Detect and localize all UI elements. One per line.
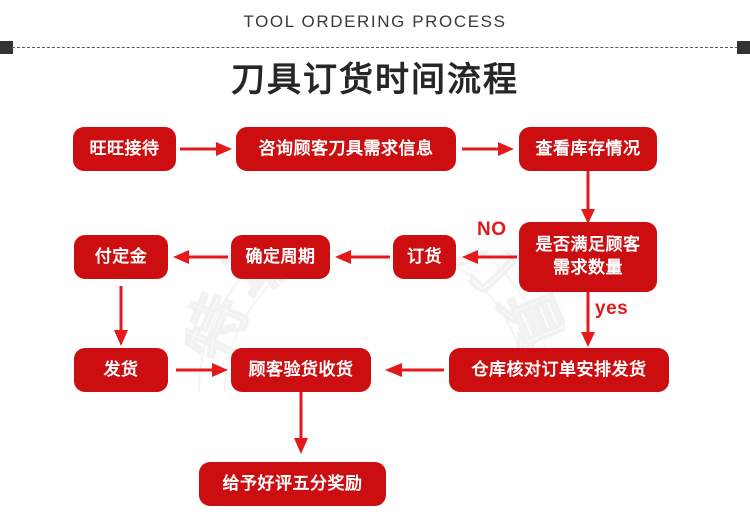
node-give-five-star-review-reward[interactable]: 给予好评五分奖励 (199, 462, 386, 506)
arrow-left-n6-n7 (173, 250, 228, 264)
arrow-right-n8-n9 (176, 363, 228, 377)
divider-line (12, 47, 738, 48)
node-check-inventory[interactable]: 查看库存情况 (519, 127, 657, 171)
arrow-left-n4-n5 (462, 250, 517, 264)
arrow-right-n1-n2 (180, 142, 232, 156)
node-confirm-cycle[interactable]: 确定周期 (231, 235, 330, 279)
node-place-order[interactable]: 订货 (393, 235, 456, 279)
divider-cap-left (0, 41, 13, 54)
edge-label-yes: yes (595, 298, 629, 319)
node-customer-inspect-receive[interactable]: 顾客验货收货 (231, 348, 371, 392)
arrow-down-n3-n4 (581, 171, 595, 224)
node-wangwang-reception[interactable]: 旺旺接待 (73, 127, 176, 171)
arrow-right-n2-n3 (462, 142, 514, 156)
divider-cap-right (737, 41, 750, 54)
page-title: 刀具订货时间流程 (231, 61, 519, 99)
arrow-left-n10-n9 (385, 363, 444, 377)
arrow-down-n4-n10 (581, 292, 595, 347)
node-ask-customer-tool-requirements[interactable]: 咨询顾客刀具需求信息 (236, 127, 456, 171)
node-pay-deposit[interactable]: 付定金 (74, 235, 168, 279)
edge-label-no: NO (477, 219, 507, 240)
arrow-down-n7-n8 (114, 286, 128, 346)
node-ship-goods[interactable]: 发货 (74, 348, 168, 392)
node-warehouse-verify-arrange-shipment[interactable]: 仓库核对订单安排发货 (449, 348, 669, 392)
arrow-down-n9-n11 (294, 392, 308, 454)
english-title: TOOL ORDERING PROCESS (243, 12, 507, 31)
header-divider (0, 41, 750, 55)
arrow-left-n5-n6 (335, 250, 390, 264)
node-decision-meets-customer-quantity[interactable]: 是否满足顾客 需求数量 (519, 222, 657, 292)
